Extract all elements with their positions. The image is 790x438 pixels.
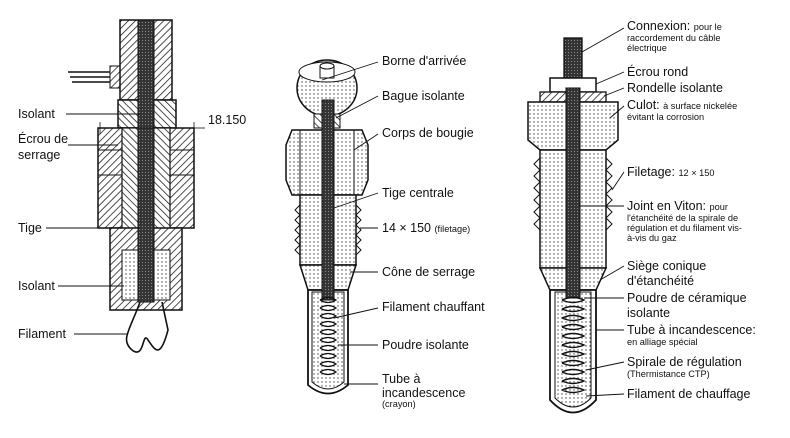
label-tube-line1: Tube à: [382, 372, 421, 386]
plug-3-drawing: [527, 27, 625, 414]
label-poudre-ceramique: Poudre de céramique isolante: [627, 292, 747, 319]
label-spirale-note: (Thermistance CTP): [627, 368, 710, 379]
label-ecrou-line2: serrage: [18, 147, 61, 162]
label-connexion-note2: raccordement du câble: [627, 32, 721, 43]
label-connexion-main: Connexion:: [627, 19, 691, 33]
label-tube3-note: en alliage spécial: [627, 336, 698, 347]
label-filament: Filament: [18, 327, 66, 341]
label-tube-line2: incandescence: [382, 385, 466, 400]
label-filament-chauffage: Filament de chauffage: [627, 387, 751, 401]
label-rondelle: Rondelle isolante: [627, 81, 723, 95]
label-poudre-isolante: Poudre isolante: [382, 338, 469, 352]
label-connexion-note3: électrique: [627, 42, 667, 53]
label-bague: Bague isolante: [382, 89, 465, 103]
label-tige-centrale: Tige centrale: [382, 186, 454, 200]
label-siege-line2: d'étanchéité: [627, 273, 695, 288]
label-tige: Tige: [18, 221, 42, 235]
label-ecrou-de-serrage: Écrou de serrage: [18, 133, 68, 161]
label-filetage-12-note: 12 × 150: [678, 168, 715, 178]
label-ecrou-line1: Écrou de: [18, 132, 69, 146]
label-poudre-line2: isolante: [627, 305, 671, 320]
label-isolant-bottom: Isolant: [18, 279, 55, 293]
label-borne: Borne d'arrivée: [382, 54, 467, 68]
label-culot-note2: évitant la corrosion: [627, 111, 705, 122]
label-joint-note2: l'étanchéité de la spirale de: [627, 212, 739, 223]
label-joint-note4: à-vis du gaz: [627, 232, 677, 243]
label-tube-crayon: Tube à incandescence (crayon): [382, 373, 465, 409]
label-filetage-12: Filetage: 12 × 150: [627, 166, 714, 179]
plug-1-drawing: [46, 19, 205, 353]
label-filetage-14: 14 × 150 (filetage): [382, 222, 470, 235]
label-connexion: Connexion: pour le raccordement du câble…: [627, 20, 722, 53]
label-filament-chauffant: Filament chauffant: [382, 300, 485, 314]
label-ecrou-rond: Écrou rond: [627, 65, 689, 79]
label-cone: Cône de serrage: [382, 265, 476, 279]
label-culot-main: Culot:: [627, 98, 660, 112]
label-dimension: 18.150: [208, 113, 247, 127]
label-isolant-top: Isolant: [18, 107, 55, 121]
label-filetage-14-note: (filetage): [434, 224, 471, 234]
label-joint-main: Joint en Viton:: [627, 199, 706, 213]
label-culot: Culot: à surface nickelée évitant la cor…: [627, 99, 737, 122]
label-joint-viton: Joint en Viton: pour l'étanchéité de la …: [627, 200, 742, 243]
plug-2-drawing: [285, 59, 379, 395]
label-tube-incandescence: Tube à incandescence: en alliage spécial: [627, 324, 756, 347]
label-filetage-12-main: Filetage:: [627, 165, 675, 179]
label-joint-note1: pour: [709, 202, 728, 212]
label-siege-line1: Siège conique: [627, 259, 707, 273]
label-siege: Siège conique d'étanchéité: [627, 260, 706, 287]
label-corps: Corps de bougie: [382, 126, 474, 140]
label-culot-note1: à surface nickelée: [663, 101, 738, 111]
label-tube-note: (crayon): [382, 399, 416, 409]
label-tube3-main: Tube à incandescence:: [627, 323, 756, 337]
label-spirale-main: Spirale de régulation: [627, 355, 742, 369]
label-joint-note3: régulation et du filament vis-: [627, 222, 742, 233]
label-spirale: Spirale de régulation (Thermistance CTP): [627, 356, 742, 379]
label-filetage-14-main: 14 × 150: [382, 221, 432, 235]
label-poudre-line1: Poudre de céramique: [627, 291, 747, 305]
label-connexion-note1: pour le: [693, 22, 722, 32]
